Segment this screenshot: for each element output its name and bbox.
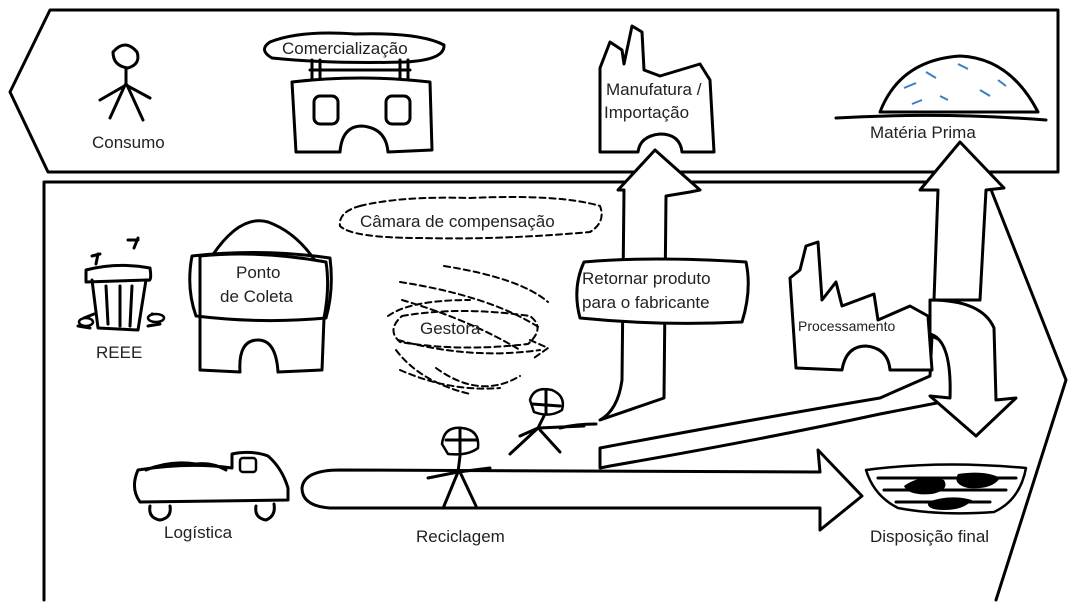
- retornar-label-line2: para o fabricante: [582, 293, 710, 312]
- mound-icon: [834, 54, 1048, 122]
- worker-icon: [426, 426, 492, 508]
- gestora-cloud: [392, 310, 539, 349]
- ponto-label-line1: Ponto: [236, 263, 280, 282]
- house-icon: [188, 219, 333, 374]
- materia-prima-label: Matéria Prima: [870, 123, 976, 142]
- recycling-flow-arrow: [300, 448, 864, 532]
- reciclagem-label: Reciclagem: [416, 527, 505, 546]
- comercializacao-label: Comercialização: [282, 39, 408, 58]
- to-final-disposal-arrow: [928, 298, 1018, 438]
- trash-bin-icon: [76, 236, 166, 332]
- manufatura-label-line2: Importação: [604, 103, 689, 122]
- reverse-chain-band: [42, 180, 1068, 602]
- person-icon: [98, 43, 152, 122]
- retornar-label-line1: Retornar produto: [582, 269, 711, 288]
- truck-icon: [133, 450, 290, 522]
- landfill-icon: [864, 463, 1028, 515]
- ponto-label-line2: de Coleta: [220, 287, 293, 306]
- manufatura-label-line1: Manufatura /: [606, 80, 702, 99]
- to-raw-material-arrow: [918, 140, 1006, 302]
- disposicao-label: Disposição final: [870, 527, 989, 546]
- factory-icon: [788, 240, 934, 372]
- gestora-label: Gestora: [420, 319, 481, 338]
- worker-icon: [508, 387, 598, 456]
- store-icon: [263, 31, 446, 154]
- clearing-house-cloud: [338, 196, 603, 240]
- reee-label: REEE: [96, 343, 142, 362]
- return-label-bubble: [575, 257, 750, 325]
- camara-label: Câmara de compensação: [360, 212, 555, 231]
- processamento-label: Processamento: [798, 318, 895, 334]
- factory-icon: [598, 24, 716, 154]
- logistica-label: Logística: [164, 523, 233, 542]
- forward-chain-band: [8, 8, 1060, 174]
- consumo-label: Consumo: [92, 133, 165, 152]
